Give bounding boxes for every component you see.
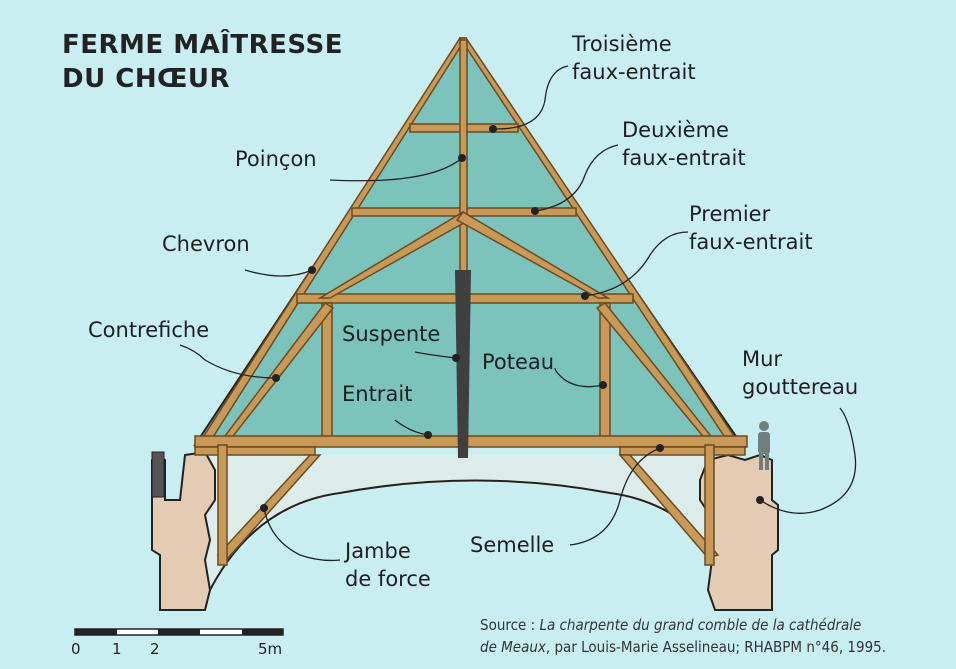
label-deuxieme-line1: Deuxième: [622, 118, 729, 142]
timber-members: [194, 37, 748, 566]
label-mur-line2: gouttereau: [742, 375, 859, 399]
source-credit: Source : La charpente du grand comble de…: [480, 614, 886, 658]
label-premier-line2: faux-entrait: [689, 230, 813, 254]
label-semelle: Semelle: [470, 533, 555, 557]
vault-area: [205, 455, 745, 600]
label-contrefiche: Contrefiche: [88, 318, 210, 342]
label-mur-line1: Mur: [742, 347, 783, 371]
label-entrait: Entrait: [342, 382, 413, 406]
source-title: La charpente du grand comble de la cathé…: [539, 616, 862, 634]
source-title-2: de Meaux: [480, 638, 546, 656]
scale-tick-0: 0: [71, 640, 81, 658]
label-troisieme: Troisième faux-entrait: [572, 30, 696, 86]
label-poteau: Poteau: [482, 350, 555, 374]
label-premier-line1: Premier: [689, 202, 771, 226]
page-title: FERME MAÎTRESSE DU CHŒUR: [62, 28, 343, 96]
label-mur-gouttereau: Mur gouttereau: [742, 345, 858, 401]
label-deuxieme-line2: faux-entrait: [622, 146, 746, 170]
label-suspente: Suspente: [342, 322, 441, 346]
scale-bar: [74, 628, 284, 636]
source-prefix: Source :: [480, 616, 540, 634]
label-jambe-line1: Jambe: [345, 539, 411, 563]
label-jambe-line2: de force: [345, 567, 431, 591]
label-premier: Premier faux-entrait: [689, 200, 813, 256]
leader-lines: [179, 65, 857, 562]
label-deuxieme: Deuxième faux-entrait: [622, 116, 746, 172]
label-troisieme-line1: Troisième: [572, 32, 672, 56]
left-wall-pinnacle: [151, 451, 165, 498]
suspente: [455, 270, 471, 458]
scale-tick-2: 2: [150, 640, 160, 658]
label-poincon: Poinçon: [235, 147, 317, 171]
source-rest: , par Louis-Marie Asselineau; RHABPM n°4…: [545, 638, 887, 656]
leader-dots: [260, 125, 764, 512]
scale-tick-5m: 5m: [258, 640, 283, 658]
left-wall: [151, 450, 216, 611]
title-line-1: FERME MAÎTRESSE: [62, 30, 343, 60]
label-chevron: Chevron: [162, 232, 250, 256]
label-jambe-de-force: Jambe de force: [345, 537, 431, 593]
person-silhouette: [758, 421, 770, 470]
title-line-2: DU CHŒUR: [62, 64, 231, 94]
scale-tick-1: 1: [112, 640, 122, 658]
label-troisieme-line2: faux-entrait: [572, 60, 696, 84]
